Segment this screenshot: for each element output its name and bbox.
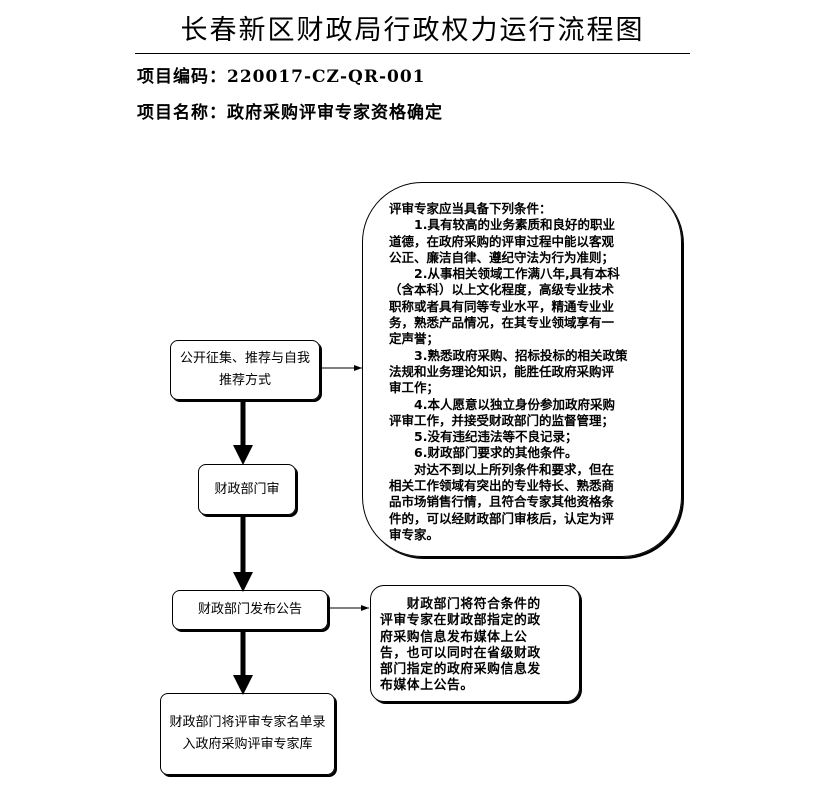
text-line: 品市场销售行情，且符合专家其他资格条 xyxy=(389,494,615,510)
step-enter-database: 财政部门将评审专家名单录入政府采购评审专家库 xyxy=(160,693,335,775)
text-line: 府采购信息发布媒体上公 xyxy=(380,629,528,645)
text-line: 4.本人愿意以独立身份参加政府采购 xyxy=(389,396,615,412)
text-line: 告，也可以同时在省级财政 xyxy=(380,645,541,661)
text-line: 评审专家在财政部指定的政 xyxy=(380,613,541,629)
text-line: 法规和业务理论知识，能胜任政府采购评 xyxy=(389,363,615,379)
step-finance-review: 财政部门审 xyxy=(198,464,296,515)
step-open-recruitment: 公开征集、推荐与自我推荐方式 xyxy=(170,340,320,400)
text-line: 相关工作领域有突出的专业特长、熟悉商 xyxy=(389,478,615,494)
text-line: 审工作； xyxy=(389,380,440,396)
page-title: 长春新区财政局行政权力运行流程图 xyxy=(135,8,690,54)
text-line: （含本科）以上文化程度，高级专业技术 xyxy=(389,282,615,298)
text-line: 件的，可以经财政部门审核后，认定为评 xyxy=(389,510,615,526)
text-line: 公正、廉洁自律、遵纪守法为行为准则； xyxy=(389,249,615,265)
text-line: 布媒体上公告。 xyxy=(380,678,474,694)
text-line: 5.没有违纪违法等不良记录； xyxy=(389,429,578,445)
text-line: 职称或者具有同等专业水平，精通专业业 xyxy=(389,298,615,314)
text-line: 道德，在政府采购的评审过程中能以客观 xyxy=(389,233,615,249)
conditions-box: 评审专家应当具备下列条件： 1.具有较高的业务素质和良好的职业道德，在政府采购的… xyxy=(362,182,682,557)
text-line: 2.从事相关领域工作满八年,具有本科 xyxy=(389,266,620,282)
text-line: 部门指定的政府采购信息发 xyxy=(380,662,541,678)
text-line: 财政部门将符合条件的 xyxy=(380,597,541,612)
project-code: 项目编码：220017-CZ-QR-001 xyxy=(137,67,426,87)
step-publish-notice: 财政部门发布公告 xyxy=(172,590,328,630)
text-line: 6.财政部门要求的其他条件。 xyxy=(389,445,578,461)
text-line: 定声誉； xyxy=(389,331,440,347)
text-line: 务，熟悉产品情况，在其专业领域享有一 xyxy=(389,315,615,331)
text-line: 审专家。 xyxy=(389,526,440,542)
text-line: 评审专家应当具备下列条件： xyxy=(389,201,552,216)
text-line: 对达不到以上所列条件和要求，但在 xyxy=(389,461,615,477)
text-line: 评审工作，并接受财政部门的监督管理； xyxy=(389,412,615,428)
text-line: 1.具有较高的业务素质和良好的职业 xyxy=(389,217,615,233)
text-line: 3.熟悉政府采购、招标投标的相关政策 xyxy=(389,347,628,363)
announcement-box: 财政部门将符合条件的评审专家在财政部指定的政府采购信息发布媒体上公告，也可以同时… xyxy=(370,585,580,702)
project-name: 项目名称：政府采购评审专家资格确定 xyxy=(137,103,443,123)
